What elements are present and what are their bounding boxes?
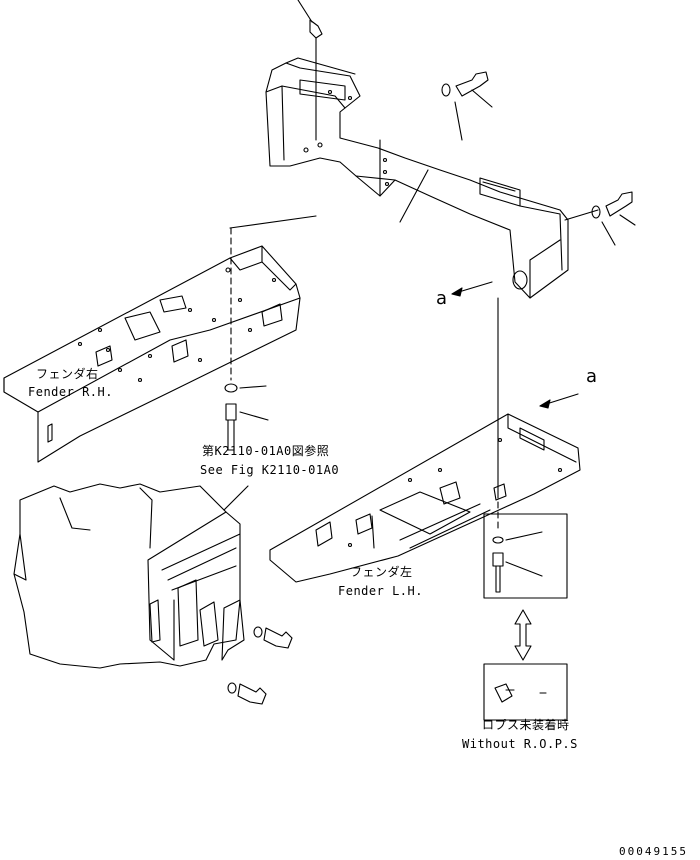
reference-leader bbox=[223, 485, 249, 511]
fender-lh bbox=[269, 413, 581, 583]
view-arrow-a-top bbox=[451, 281, 493, 297]
machine-body bbox=[13, 483, 245, 669]
reference-label-jp: 第K2110-01A0図参照 bbox=[202, 444, 330, 458]
fender-lh-label-en: Fender L.H. bbox=[338, 584, 423, 598]
drawing-id: 00049155 bbox=[619, 845, 688, 858]
machine-bracket-bolts bbox=[227, 626, 293, 705]
fender-lh-label-jp: フェンダ左 bbox=[350, 565, 413, 579]
view-a-label-top: a bbox=[436, 288, 448, 309]
rops-frame bbox=[265, 57, 569, 299]
view-a-label-right: a bbox=[586, 366, 598, 387]
fender-rh-hardware bbox=[224, 215, 317, 451]
without-rops-label-jp: ロプス未装着時 bbox=[482, 718, 570, 732]
bolt-washer-upper-1 bbox=[441, 71, 489, 97]
fender-rh-label-jp: フェンダ右 bbox=[36, 367, 99, 381]
fender-rh bbox=[3, 245, 301, 463]
reference-label-en: See Fig K2110-01A0 bbox=[200, 463, 340, 477]
without-rops-label-en: Without R.O.P.S bbox=[462, 737, 578, 751]
fender-rh-label-en: Fender R.H. bbox=[28, 385, 113, 399]
detail-box-bolt bbox=[483, 513, 568, 599]
view-arrow-a-right bbox=[539, 393, 579, 409]
bolt-washer-upper-2 bbox=[591, 191, 633, 219]
detail-box-plug bbox=[483, 663, 568, 721]
double-arrow bbox=[514, 609, 532, 661]
leader-lines-rops bbox=[297, 0, 636, 246]
